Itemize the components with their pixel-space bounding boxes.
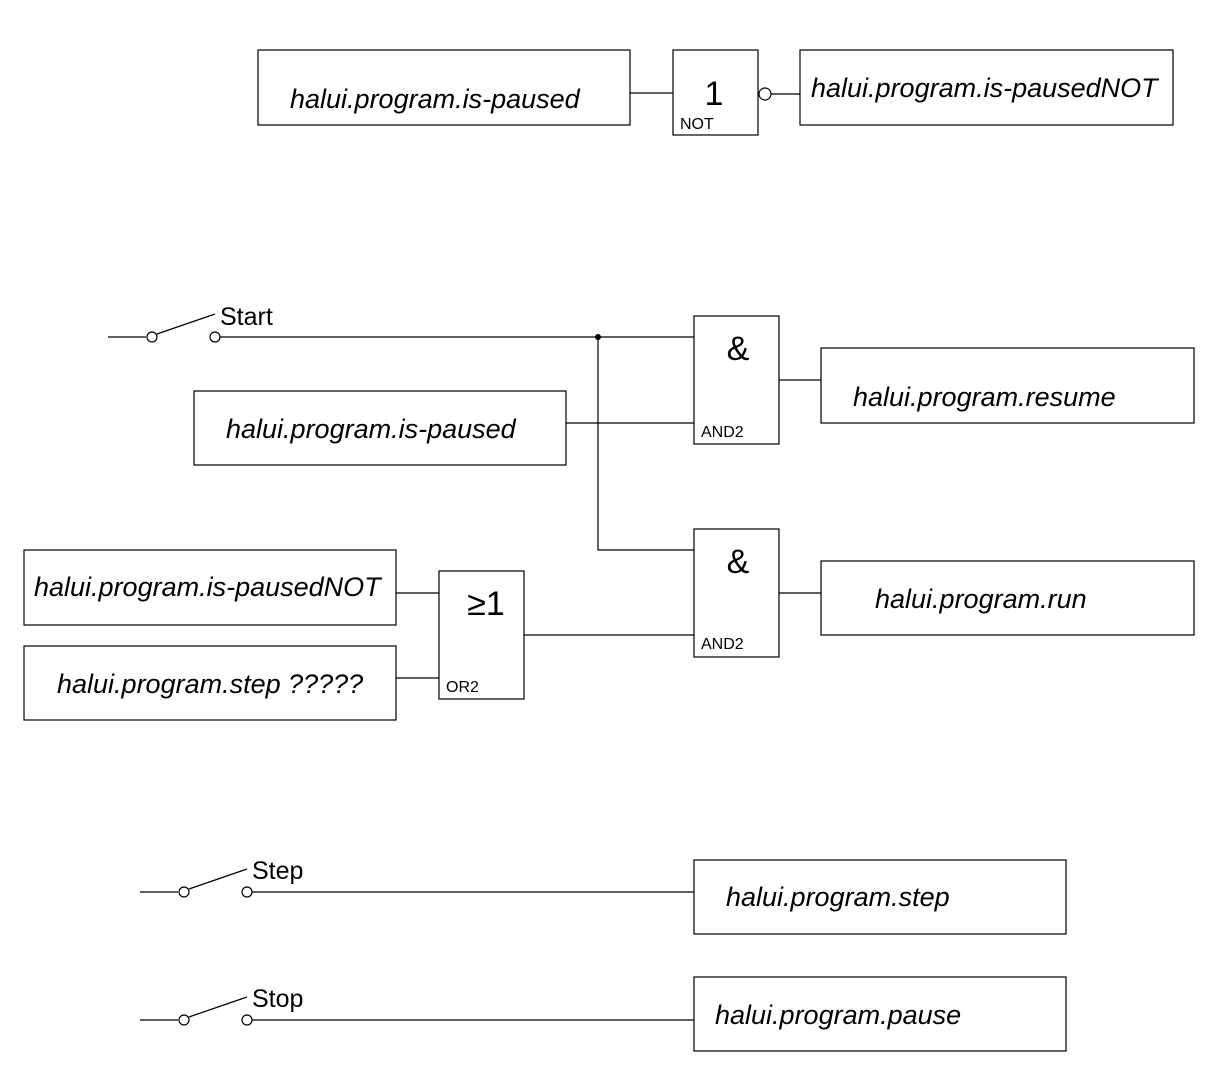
and-resume-input-box bbox=[193, 390, 567, 466]
not-gate-symbol: 1 bbox=[705, 75, 724, 113]
and-resume-output-label: halui.program.resume bbox=[853, 382, 1116, 412]
start-branch-wire bbox=[597, 337, 694, 551]
and-resume-input-label: halui.program.is-paused bbox=[226, 414, 517, 444]
stop-switch-arm bbox=[188, 996, 248, 1018]
and-resume-gate bbox=[693, 315, 780, 445]
not-input-box bbox=[257, 49, 631, 126]
and-resume-output-box bbox=[820, 347, 1195, 424]
and-run-gate-symbol: & bbox=[727, 543, 750, 581]
or-input-1-box bbox=[23, 549, 397, 626]
step-switch-contact-right bbox=[241, 886, 253, 898]
stop-output-box bbox=[693, 976, 1067, 1052]
or-gate-name: OR2 bbox=[446, 679, 479, 696]
step-switch-arm bbox=[188, 868, 248, 890]
start-switch-contact-left bbox=[146, 331, 158, 343]
stop-circuit: Stop halui.program.pause bbox=[140, 976, 1067, 1052]
step-output-box bbox=[693, 859, 1067, 935]
stop-switch-contact-right bbox=[241, 1014, 253, 1026]
or-input-1-label: halui.program.is-pausedNOT bbox=[34, 572, 383, 602]
or-input-2-box bbox=[23, 645, 397, 721]
stop-switch-label: Stop bbox=[252, 985, 303, 1013]
step-switch-contact-left bbox=[178, 886, 190, 898]
stop-output-label: halui.program.pause bbox=[715, 1000, 961, 1030]
or-gate-symbol: ≥1 bbox=[467, 585, 505, 623]
and-run-gate bbox=[693, 528, 780, 658]
not-output-box bbox=[799, 49, 1174, 126]
step-circuit: Step halui.program.step bbox=[140, 857, 1067, 935]
not-circuit: halui.program.is-paused 1 NOT halui.prog… bbox=[257, 49, 1174, 136]
or-gate bbox=[438, 570, 525, 700]
not-output-label: halui.program.is-pausedNOT bbox=[811, 73, 1160, 103]
and-resume-gate-name: AND2 bbox=[701, 424, 744, 441]
start-switch-label: Start bbox=[220, 303, 273, 331]
and-resume-gate-symbol: & bbox=[727, 330, 750, 368]
not-input-label: halui.program.is-paused bbox=[290, 84, 581, 114]
start-switch-arm bbox=[156, 313, 216, 335]
step-switch-label: Step bbox=[252, 857, 303, 885]
not-gate bbox=[672, 49, 759, 136]
not-inversion-bubble bbox=[758, 87, 772, 101]
stop-switch-contact-left bbox=[178, 1014, 190, 1026]
start-switch-contact-right bbox=[209, 331, 221, 343]
start-circuit: Start halui.program.is-paused & AND2 hal… bbox=[23, 303, 1195, 721]
or-input-2-label: halui.program.step ????? bbox=[57, 669, 363, 699]
step-output-label: halui.program.step bbox=[726, 882, 950, 912]
and-run-output-label: halui.program.run bbox=[875, 584, 1087, 614]
and-run-output-box bbox=[820, 560, 1195, 636]
not-gate-name: NOT bbox=[680, 116, 714, 133]
and-run-gate-name: AND2 bbox=[701, 636, 744, 653]
